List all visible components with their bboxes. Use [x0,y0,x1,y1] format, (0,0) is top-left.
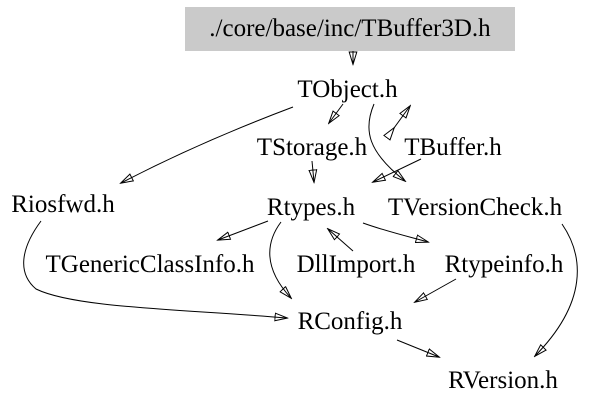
node-dllimport[interactable]: DllImport.h [296,251,416,278]
edge-rtypes-rtypeinfo [362,222,428,242]
node-rversion[interactable]: RVersion.h [448,367,558,394]
edge-tversioncheck-rversion [535,223,578,356]
node-tversioncheck[interactable]: TVersionCheck.h [387,194,563,221]
edge-dllimport-rtypes [328,229,354,252]
edge-rtypes-rconfig [269,221,291,298]
edge-tbuffer-rtypes [373,158,422,182]
node-tbuffer3d-root: ./core/base/inc/TBuffer3D.h [185,7,515,51]
edge-tstorage-rtypes [312,160,314,182]
edge-tobject-tversioncheck [368,103,405,181]
node-tgenericclassinfo[interactable]: TGenericClassInfo.h [45,251,255,278]
edge-tobject-tbuffer-bidirectional [394,106,410,128]
node-rconfig[interactable]: RConfig.h [297,308,403,335]
edge-tobject-tstorage [329,103,344,123]
edge-rtypes-tgenericclassinfo [218,220,269,240]
node-rtypeinfo[interactable]: Rtypeinfo.h [444,251,564,278]
edge-rtypeinfo-rconfig [415,278,457,302]
node-tstorage[interactable]: TStorage.h [256,134,368,161]
node-tbuffer[interactable]: TBuffer.h [404,134,502,161]
edge-tobject-riosfwd [121,106,294,183]
edge-rconfig-rversion [396,339,439,357]
node-tobject[interactable]: TObject.h [297,76,398,103]
edge-riosfwd-rconfig [23,220,287,318]
node-rtypes[interactable]: Rtypes.h [266,194,356,221]
node-riosfwd[interactable]: Riosfwd.h [11,191,115,218]
